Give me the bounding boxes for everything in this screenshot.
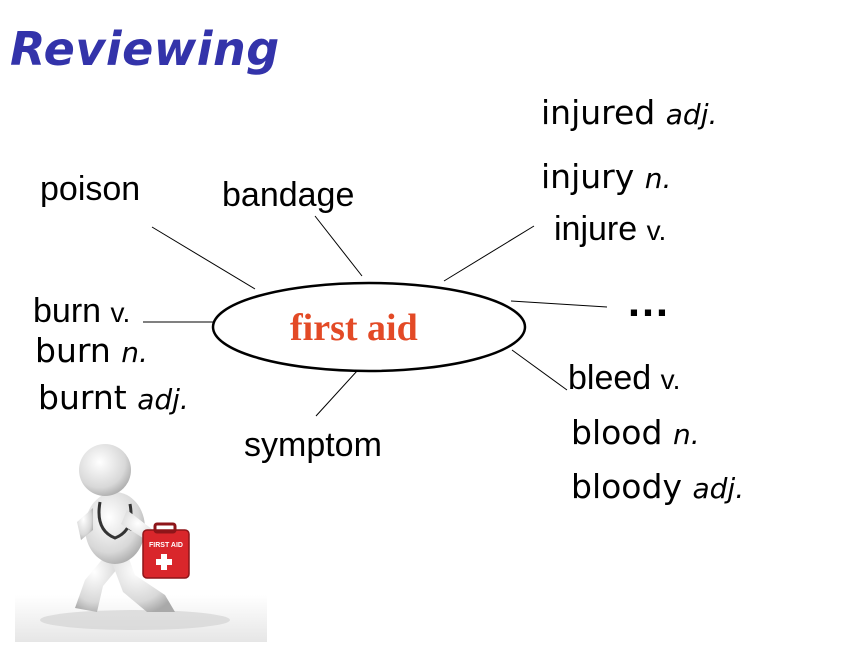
kit-label: FIRST AID bbox=[149, 542, 183, 549]
node-burn-v: burn v. bbox=[33, 294, 130, 328]
pos: adj. bbox=[137, 383, 189, 416]
node-bleed-v: bleed v. bbox=[568, 361, 680, 395]
first-aid-runner-illustration: FIRST AID bbox=[15, 444, 267, 642]
pos: v. bbox=[110, 297, 131, 328]
pos: adj. bbox=[665, 98, 718, 131]
line-bleed bbox=[511, 349, 568, 391]
node-burnt-adj: burnt adj. bbox=[38, 381, 189, 414]
word: burnt bbox=[38, 378, 127, 417]
node-bandage: bandage bbox=[222, 176, 355, 214]
node-bloody-adj: bloody adj. bbox=[571, 470, 744, 503]
node-blood-n: blood n. bbox=[571, 416, 700, 449]
word: injure bbox=[554, 210, 638, 248]
pos: n. bbox=[672, 418, 700, 451]
line-poison bbox=[151, 226, 256, 290]
word: bleed bbox=[568, 359, 652, 397]
word: burn bbox=[35, 331, 111, 370]
line-symptom bbox=[315, 370, 358, 417]
center-label: first aid bbox=[290, 307, 418, 349]
word: burn bbox=[33, 292, 102, 330]
first-aid-kit-icon: FIRST AID bbox=[142, 522, 190, 579]
word: blood bbox=[571, 413, 663, 452]
node-injure-v: injure v. bbox=[554, 212, 666, 246]
center-ellipse bbox=[211, 281, 527, 373]
node-symptom: symptom bbox=[244, 426, 382, 464]
pos: v. bbox=[646, 215, 667, 246]
word: bloody bbox=[571, 467, 682, 506]
page-title: Reviewing bbox=[10, 22, 280, 76]
line-injure bbox=[443, 225, 535, 282]
node-more-ellipsis: … bbox=[626, 277, 673, 326]
node-injury-n: injury n. bbox=[541, 160, 671, 193]
line-more bbox=[510, 300, 608, 308]
line-bandage bbox=[314, 215, 363, 277]
node-injured-adj: injured adj. bbox=[541, 96, 717, 129]
pos: n. bbox=[644, 162, 672, 195]
pos: adj. bbox=[692, 472, 745, 505]
word: injury bbox=[541, 157, 635, 196]
node-burn-n: burn n. bbox=[35, 334, 148, 367]
pos: v. bbox=[660, 364, 681, 395]
node-poison: poison bbox=[40, 170, 141, 208]
word: injured bbox=[541, 93, 656, 132]
pos: n. bbox=[121, 336, 148, 369]
